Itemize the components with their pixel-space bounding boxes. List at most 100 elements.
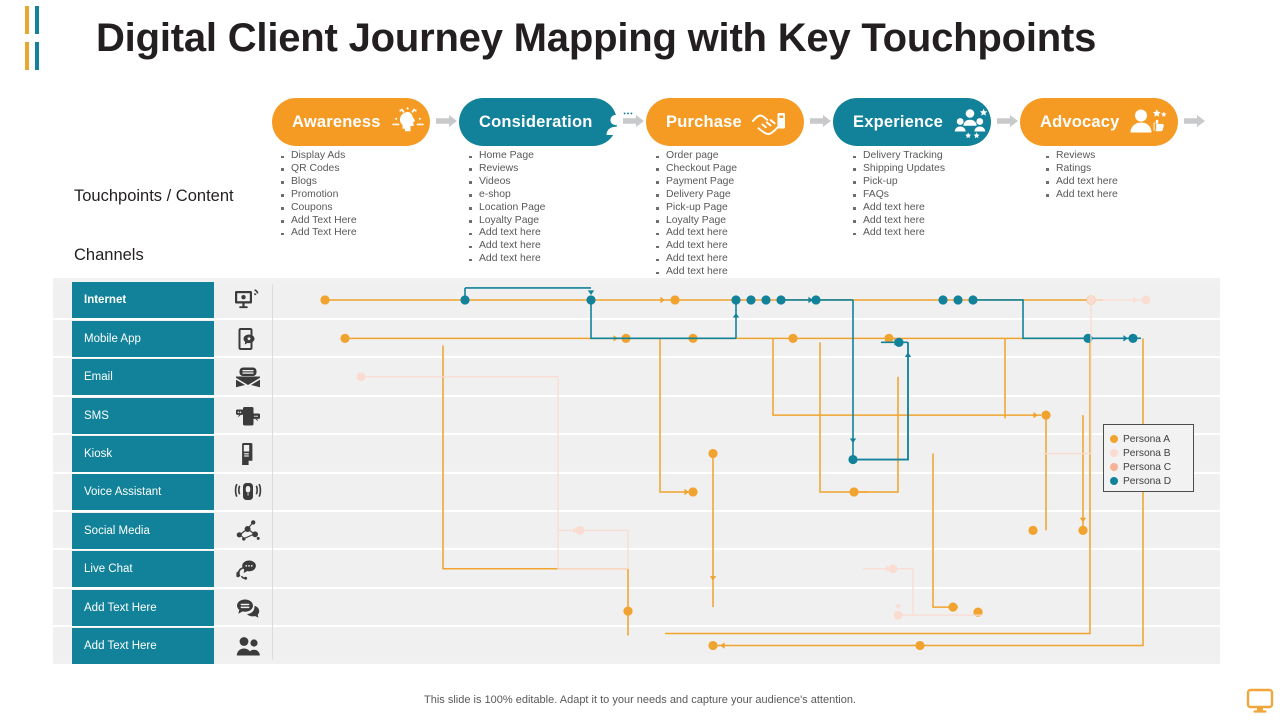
journey-node-persona-d[interactable] bbox=[1128, 333, 1138, 343]
bullet-item: Display Ads bbox=[278, 150, 357, 163]
journey-node-persona-b[interactable] bbox=[356, 372, 366, 382]
channel-label-mobile-app[interactable]: Mobile App bbox=[72, 320, 214, 357]
journey-node-persona-d[interactable] bbox=[586, 295, 596, 305]
handshake-card-icon bbox=[749, 102, 789, 142]
journey-node-persona-a[interactable] bbox=[1028, 525, 1038, 535]
kiosk-icon bbox=[221, 436, 275, 472]
bullet-item: Delivery Tracking bbox=[850, 150, 945, 163]
accent-bars bbox=[22, 6, 48, 72]
legend-item[interactable]: Persona C bbox=[1110, 460, 1193, 474]
journey-node-persona-a[interactable] bbox=[884, 333, 894, 343]
bullet-item: QR Codes bbox=[278, 163, 357, 176]
bullet-item: Add text here bbox=[1043, 176, 1118, 189]
journey-path-persona-a bbox=[665, 338, 1091, 635]
journey-node-persona-d[interactable] bbox=[460, 295, 470, 305]
accent-bar-gold-top bbox=[25, 6, 29, 34]
journey-node-persona-d[interactable] bbox=[731, 295, 741, 305]
journey-arrow bbox=[894, 604, 902, 610]
network-nodes-icon bbox=[221, 513, 275, 549]
channel-label-voice-assistant[interactable]: Voice Assistant bbox=[72, 474, 214, 511]
stage-pill-advocacy[interactable]: Advocacy bbox=[1020, 98, 1178, 146]
journey-path-persona-a bbox=[932, 453, 958, 608]
bullet-item: Promotion bbox=[278, 189, 357, 202]
channel-label-add-text-here[interactable]: Add Text Here bbox=[72, 627, 214, 664]
journey-arrow bbox=[808, 296, 813, 304]
journey-node-persona-d[interactable] bbox=[746, 295, 756, 305]
journey-arrow bbox=[1033, 411, 1038, 419]
journey-node-persona-b[interactable] bbox=[1086, 295, 1096, 305]
journey-node-persona-a[interactable] bbox=[708, 640, 718, 651]
journey-node-persona-a[interactable] bbox=[708, 448, 718, 459]
stage-pill-experience[interactable]: Experience bbox=[833, 98, 991, 146]
journey-node-persona-d[interactable] bbox=[894, 337, 904, 347]
journey-path-persona-d bbox=[590, 299, 736, 340]
journey-node-persona-a[interactable] bbox=[788, 333, 798, 343]
stage-pill-consideration[interactable]: Consideration bbox=[459, 98, 635, 146]
channel-label-social-media[interactable]: Social Media bbox=[72, 512, 214, 549]
journey-node-persona-b[interactable] bbox=[1141, 295, 1151, 305]
journey-node-persona-a[interactable] bbox=[973, 607, 983, 617]
journey-node-persona-d[interactable] bbox=[761, 295, 771, 305]
channel-label-internet[interactable]: Internet bbox=[72, 282, 214, 319]
stage-pill-purchase[interactable]: Purchase bbox=[646, 98, 804, 146]
journey-arrow bbox=[587, 290, 595, 295]
matrix-row-separator bbox=[53, 663, 1220, 666]
stage-label: Experience bbox=[853, 112, 944, 131]
journey-node-persona-a[interactable] bbox=[340, 333, 350, 343]
stage-pill-awareness[interactable]: Awareness bbox=[272, 98, 430, 146]
bullet-item: Add text here bbox=[850, 215, 945, 228]
stage-label: Advocacy bbox=[1040, 112, 1120, 131]
channel-label-sms[interactable]: SMS bbox=[72, 397, 214, 434]
journey-path-persona-b bbox=[1043, 299, 1092, 455]
journey-node-persona-a[interactable] bbox=[915, 640, 925, 651]
bullet-item: Add text here bbox=[850, 227, 945, 240]
journey-path-persona-b bbox=[863, 568, 914, 616]
matrix-rows: Internet Mobile App Email SMS Kiosk Voic… bbox=[53, 278, 1220, 666]
journey-node-persona-d[interactable] bbox=[1083, 333, 1093, 343]
channel-label-add-text-here[interactable]: Add Text Here bbox=[72, 589, 214, 626]
journey-node-persona-a[interactable] bbox=[623, 606, 633, 616]
journey-path-persona-d bbox=[853, 342, 909, 461]
matrix-row-separator bbox=[53, 356, 1220, 359]
bullet-item: Shipping Updates bbox=[850, 163, 945, 176]
journey-paths bbox=[320, 287, 1151, 651]
journey-path-persona-b bbox=[361, 376, 628, 570]
stage-label: Consideration bbox=[479, 112, 593, 131]
channels-caption: Channels bbox=[74, 246, 144, 264]
legend-item[interactable]: Persona D bbox=[1110, 474, 1193, 488]
stage-label: Awareness bbox=[292, 112, 381, 131]
icon-column-divider bbox=[272, 284, 273, 660]
journey-path-persona-a bbox=[716, 338, 1144, 647]
legend-color-dot bbox=[1110, 449, 1118, 457]
bullet-item: Add text here bbox=[466, 227, 545, 240]
journey-arrow bbox=[660, 296, 665, 304]
journey-arrow bbox=[849, 438, 857, 444]
phone-app-icon bbox=[221, 321, 275, 357]
legend-item[interactable]: Persona A bbox=[1110, 432, 1193, 446]
journey-arrow bbox=[709, 576, 717, 581]
journey-node-persona-d[interactable] bbox=[953, 295, 963, 305]
journey-node-persona-a[interactable] bbox=[948, 602, 958, 612]
bullet-item: Coupons bbox=[278, 202, 357, 215]
phone-sms-icon bbox=[221, 398, 275, 434]
bullet-item: Reviews bbox=[466, 163, 545, 176]
journey-node-persona-a[interactable] bbox=[670, 295, 680, 305]
bullet-item: Ratings bbox=[1043, 163, 1118, 176]
stage-arrow-5 bbox=[1184, 115, 1205, 127]
journey-node-persona-d[interactable] bbox=[811, 295, 821, 305]
stage-arrow-1 bbox=[436, 115, 457, 127]
channel-label-email[interactable]: Email bbox=[72, 359, 214, 396]
journey-node-persona-a[interactable] bbox=[320, 295, 330, 305]
legend-color-dot bbox=[1110, 435, 1118, 443]
journey-node-persona-d[interactable] bbox=[938, 295, 948, 305]
journey-arrow bbox=[684, 488, 689, 496]
journey-matrix: Internet Mobile App Email SMS Kiosk Voic… bbox=[53, 278, 1220, 666]
channel-label-kiosk[interactable]: Kiosk bbox=[72, 435, 214, 472]
legend-item[interactable]: Persona B bbox=[1110, 446, 1193, 460]
journey-node-persona-a[interactable] bbox=[849, 487, 859, 497]
journey-node-persona-a[interactable] bbox=[688, 487, 698, 497]
channel-label-live-chat[interactable]: Live Chat bbox=[72, 551, 214, 588]
touchpoints-caption: Touchpoints / Content bbox=[74, 187, 234, 205]
